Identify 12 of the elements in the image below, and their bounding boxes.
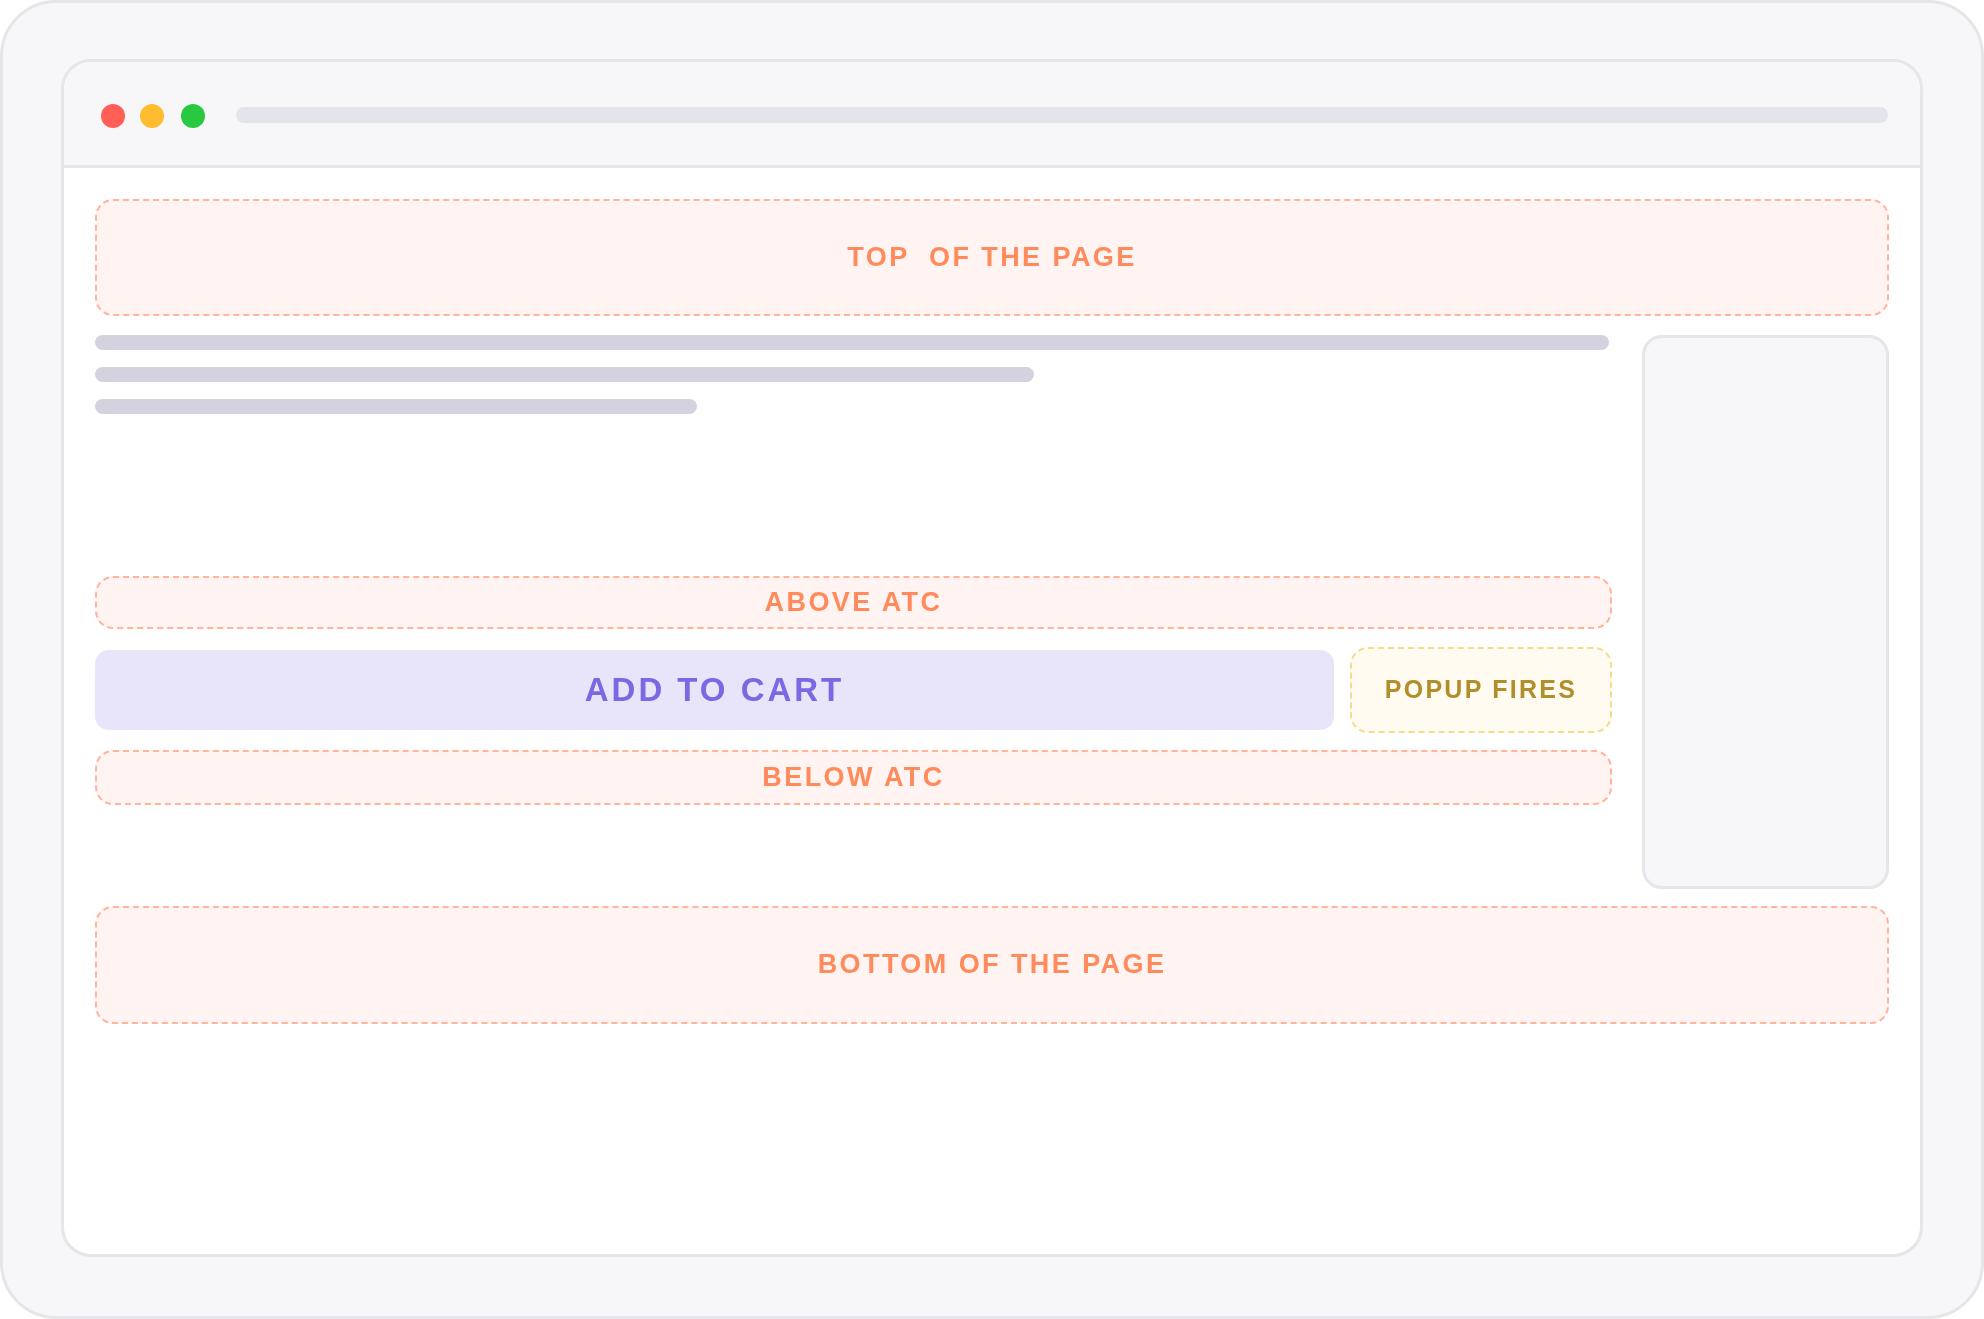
zone-label: ABOVE ATC bbox=[764, 587, 943, 618]
zone-label: BOTTOM OF THE PAGE bbox=[817, 950, 1167, 980]
cart-button-block bbox=[95, 650, 1334, 730]
dashed-zone bbox=[95, 906, 1889, 1024]
dashed-zone bbox=[95, 576, 1612, 629]
dashed-zone bbox=[95, 750, 1612, 805]
popup-label: POPUP FIRES bbox=[1384, 676, 1578, 704]
button-label: ADD TO CART bbox=[584, 671, 845, 709]
zone-label: TOP OF THE PAGE bbox=[847, 242, 1137, 273]
dashed-zone bbox=[95, 199, 1889, 316]
zone-label: BELOW ATC bbox=[762, 762, 945, 793]
dashed-popup-zone bbox=[1350, 647, 1612, 733]
